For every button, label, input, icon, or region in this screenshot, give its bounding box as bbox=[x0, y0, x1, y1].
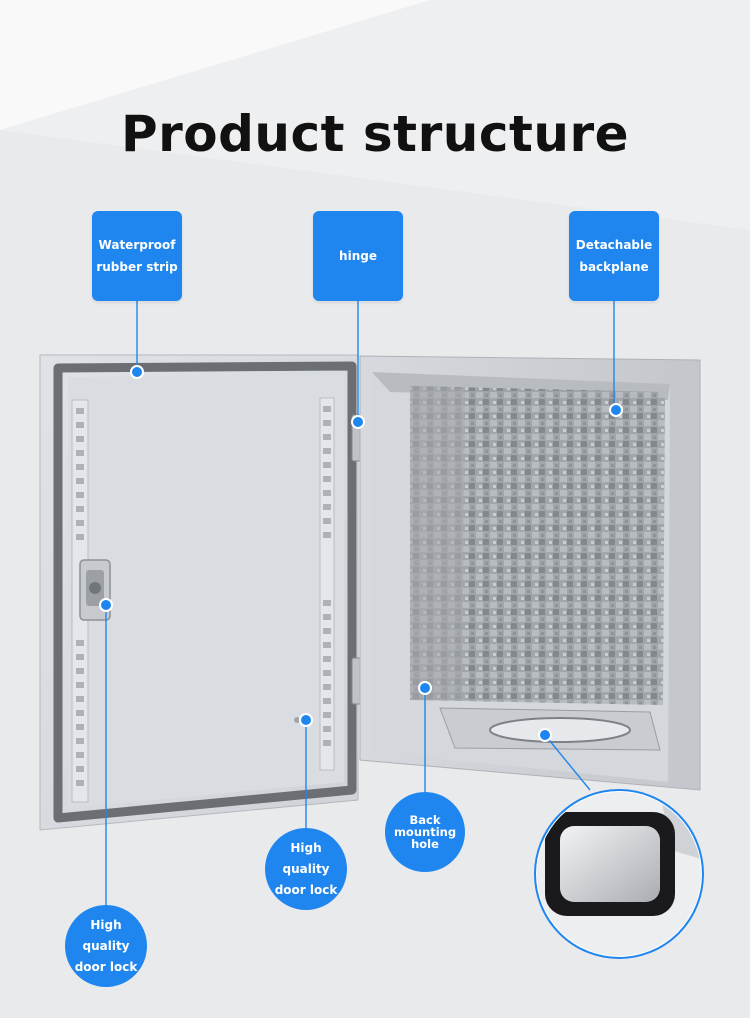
page-title: Product structure bbox=[120, 105, 630, 163]
callout-lines bbox=[105, 300, 615, 905]
cabinet-body bbox=[359, 355, 701, 791]
label-door-lock-lower: High quality door lock bbox=[65, 905, 147, 987]
label-back-mounting-hole: Back mounting hole bbox=[385, 792, 465, 872]
open-door bbox=[39, 354, 359, 831]
label-door-lock-middle: High quality door lock bbox=[265, 828, 347, 910]
callout-dots bbox=[99, 365, 623, 742]
backplane bbox=[410, 386, 665, 705]
label-hinge: hinge bbox=[313, 211, 403, 301]
cable-gland-tray bbox=[439, 707, 661, 751]
label-detachable-backplane: Detachable backplane bbox=[569, 211, 659, 301]
label-waterproof-rubber-strip: Waterproof rubber strip bbox=[92, 211, 182, 301]
magnified-gland-inset bbox=[534, 789, 704, 959]
